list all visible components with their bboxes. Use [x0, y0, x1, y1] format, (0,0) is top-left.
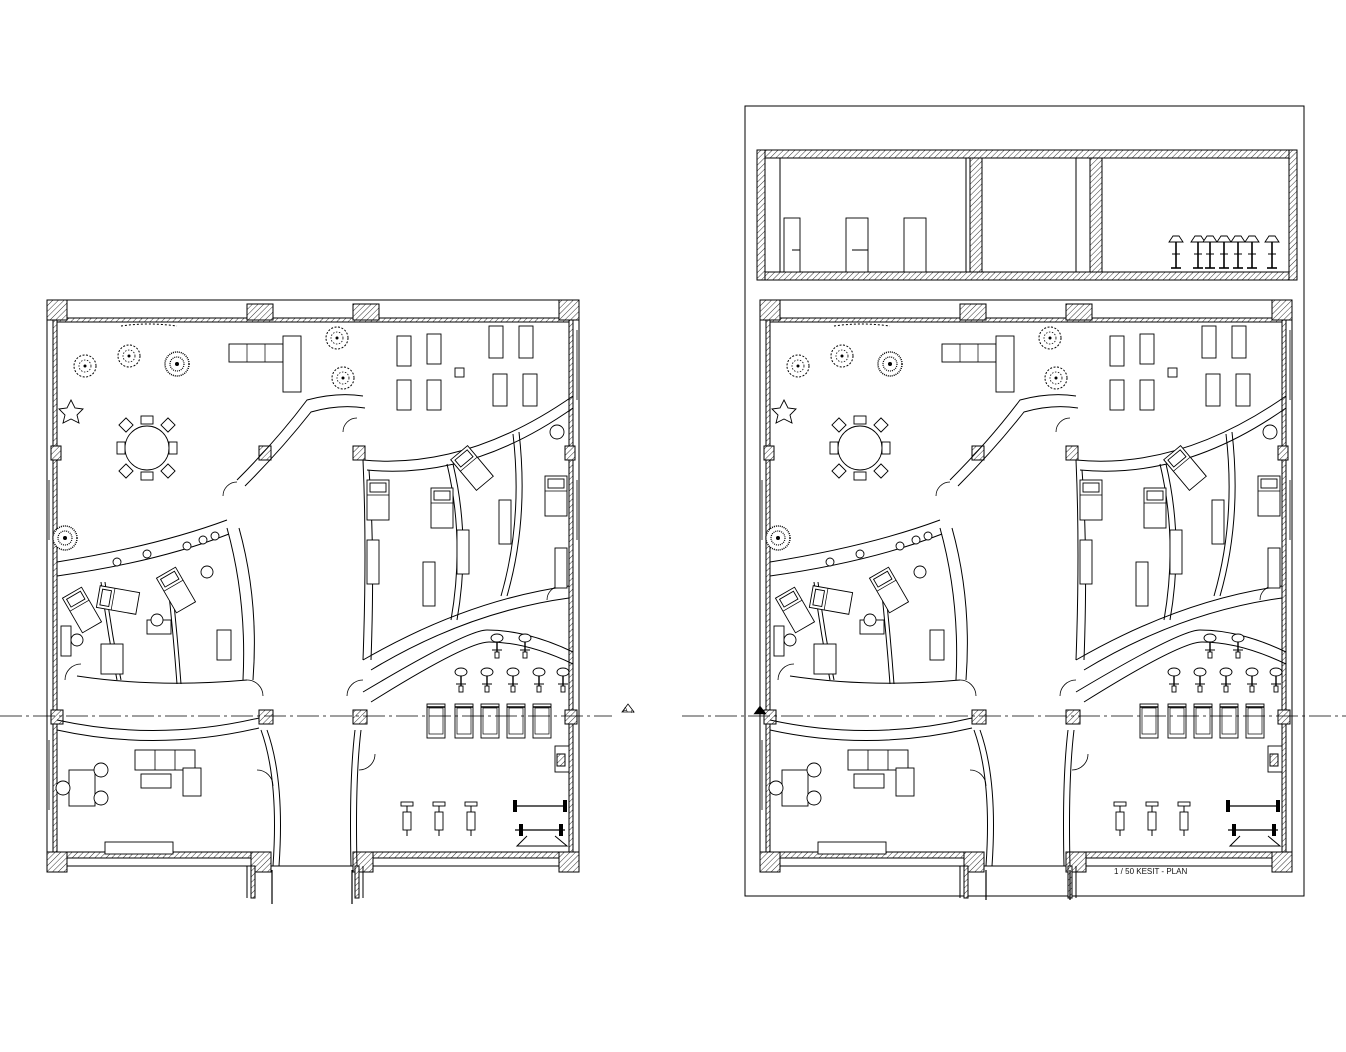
section-marker-icon	[621, 703, 635, 713]
section-arrow-icon	[753, 705, 767, 715]
section-cut-line: A n	[0, 703, 1346, 717]
section-mark-label: A	[623, 707, 628, 714]
drawing-title: 1 / 50 KESIT - PLAN	[1114, 867, 1187, 876]
section-drawing	[756, 149, 1298, 281]
section-mark-suffix: n	[631, 709, 634, 715]
floor-plan-right: 1 / 50 KESIT - PLAN	[744, 105, 1305, 900]
sheet-frame	[744, 105, 1305, 897]
floor-plan-left	[47, 300, 579, 904]
